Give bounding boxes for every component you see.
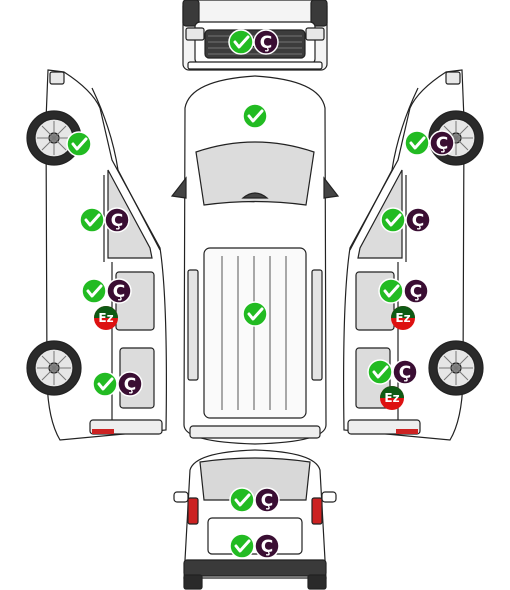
dent-badge-icon[interactable]: Ez: [380, 386, 404, 410]
right-side-view: [343, 69, 484, 441]
ok-check-icon[interactable]: [229, 533, 255, 559]
marker-tailgate[interactable]: Ç: [229, 533, 280, 559]
marker-left-front-door[interactable]: Ç: [79, 207, 130, 233]
scratch-symbol: Ç: [399, 363, 411, 383]
ok-check-icon[interactable]: [81, 278, 107, 304]
marker-right-front-wheel[interactable]: Ç: [404, 130, 455, 156]
scratch-badge-icon[interactable]: Ç: [254, 533, 280, 559]
dent-badge-icon[interactable]: Ez: [94, 306, 118, 330]
marker-hood[interactable]: [242, 103, 268, 129]
ok-check-icon[interactable]: [380, 207, 406, 233]
scratch-symbol: Ç: [412, 211, 424, 231]
ok-check-icon[interactable]: [404, 130, 430, 156]
marker-right-sliding-door[interactable]: ÇEz: [378, 278, 429, 330]
scratch-badge-icon[interactable]: Ç: [254, 487, 280, 513]
scratch-badge-icon[interactable]: Ç: [392, 359, 418, 385]
scratch-symbol: Ç: [261, 491, 273, 511]
marker-left-front-wheel[interactable]: [66, 131, 92, 157]
scratch-symbol: Ç: [261, 537, 273, 557]
marker-right-rear-quarter[interactable]: ÇEz: [367, 359, 418, 410]
ok-check-icon[interactable]: [229, 487, 255, 513]
scratch-symbol: Ç: [260, 33, 272, 53]
scratch-badge-icon[interactable]: Ç: [429, 130, 455, 156]
marker-left-rear-quarter[interactable]: Ç: [92, 371, 143, 397]
scratch-symbol: Ç: [111, 211, 123, 231]
scratch-badge-icon[interactable]: Ç: [117, 371, 143, 397]
front-view: [182, 0, 328, 71]
scratch-badge-icon[interactable]: Ç: [253, 29, 279, 55]
ok-check-icon[interactable]: [242, 301, 268, 327]
scratch-symbol: Ç: [410, 282, 422, 302]
marker-roof[interactable]: [242, 301, 268, 327]
scratch-symbol: Ç: [436, 134, 448, 154]
ok-check-icon[interactable]: [378, 278, 404, 304]
dent-badge-icon[interactable]: Ez: [391, 306, 415, 330]
scratch-badge-icon[interactable]: Ç: [104, 207, 130, 233]
ok-check-icon[interactable]: [228, 29, 254, 55]
ok-check-icon[interactable]: [242, 103, 268, 129]
marker-front-grille[interactable]: Ç: [228, 29, 279, 55]
ok-check-icon[interactable]: [92, 371, 118, 397]
scratch-symbol: Ç: [113, 282, 125, 302]
dent-symbol: Ez: [384, 391, 399, 405]
marker-right-front-door[interactable]: Ç: [380, 207, 431, 233]
marker-left-sliding-door[interactable]: ÇEz: [81, 278, 132, 330]
ok-check-icon[interactable]: [367, 359, 393, 385]
scratch-badge-icon[interactable]: Ç: [106, 278, 132, 304]
scratch-symbol: Ç: [124, 375, 136, 395]
ok-check-icon[interactable]: [66, 131, 92, 157]
dent-symbol: Ez: [98, 311, 113, 325]
top-view: [170, 75, 340, 445]
scratch-badge-icon[interactable]: Ç: [403, 278, 429, 304]
rear-view: [173, 449, 337, 590]
scratch-badge-icon[interactable]: Ç: [405, 207, 431, 233]
ok-check-icon[interactable]: [79, 207, 105, 233]
marker-rear-window[interactable]: Ç: [229, 487, 280, 513]
dent-symbol: Ez: [395, 311, 410, 325]
